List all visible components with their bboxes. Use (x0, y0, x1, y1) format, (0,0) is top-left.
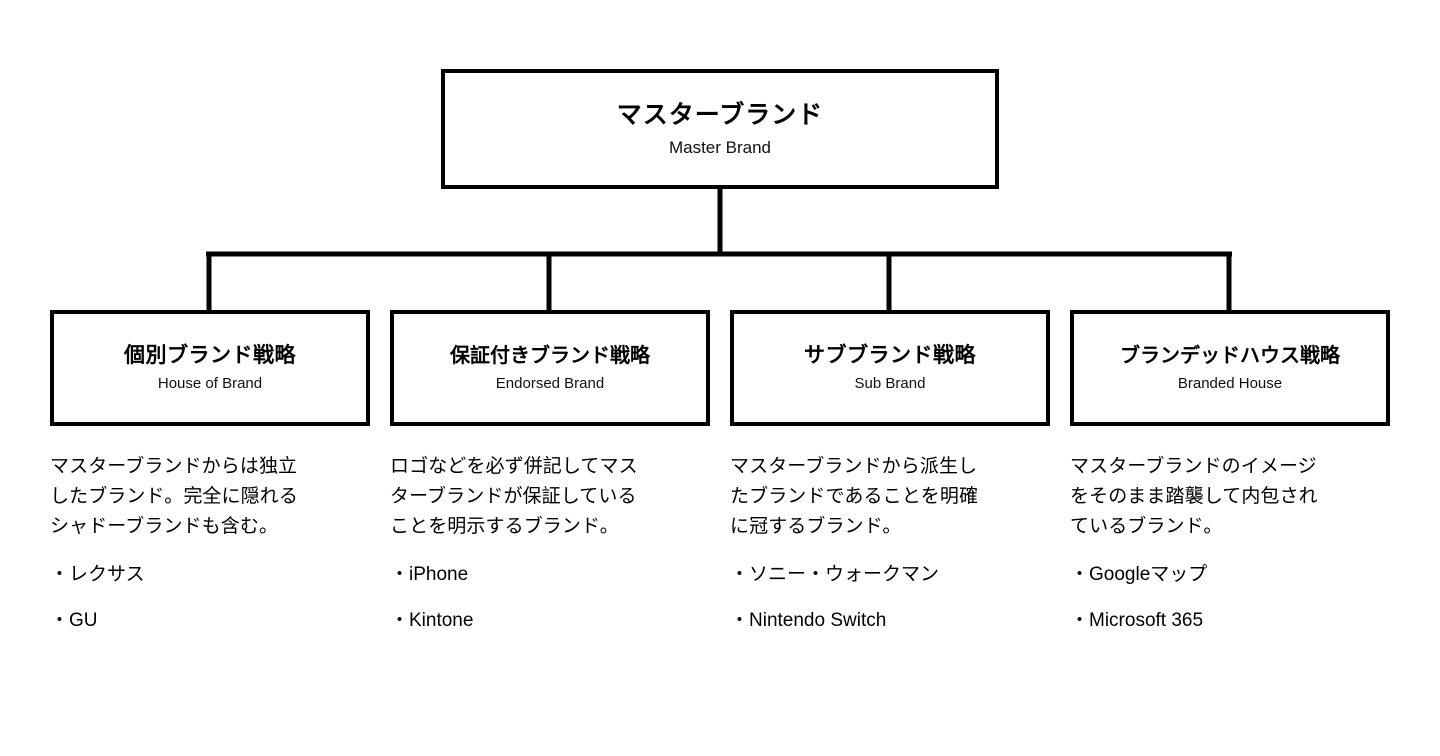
strategy-description: マスターブランドからは独立 したブランド。完全に隠れる シャドーブランドも含む。 (50, 456, 298, 537)
strategy-examples: ・レクサス ・GU (50, 561, 368, 634)
strategy-title: 個別ブランド戦略 (124, 343, 296, 367)
list-item: ・iPhone (390, 564, 469, 586)
strategy-box-branded-house: ブランデッドハウス戦略 Branded House (1070, 310, 1390, 426)
strategy-examples: ・ソニー・ウォークマン ・Nintendo Switch (730, 561, 1048, 634)
list-item: ・GU (50, 610, 98, 632)
strategy-examples: ・iPhone ・Kintone (390, 561, 708, 634)
strategy-description: ロゴなどを必ず併記してマス ターブランドが保証している ことを明示するブランド。 (390, 456, 638, 537)
master-brand-subtitle: Master Brand (668, 137, 772, 157)
strategy-subtitle: Endorsed Brand (495, 374, 605, 392)
strategy-title: ブランデッドハウス戦略 (1120, 344, 1340, 367)
strategy-examples: ・Googleマップ ・Microsoft 365 (1070, 561, 1388, 634)
strategy-column-endorsed-brand: 保証付きブランド戦略 Endorsed Brand ロゴなどを必ず併記してマス … (390, 310, 710, 635)
list-item: ・Kintone (390, 610, 474, 632)
list-item: ・Googleマップ (1070, 564, 1208, 586)
list-item: ・レクサス (50, 564, 145, 586)
strategy-column-house-of-brand: 個別ブランド戦略 House of Brand マスターブランドからは独立 した… (50, 310, 370, 635)
strategy-subtitle: Sub Brand (854, 375, 926, 393)
strategy-title: サブブランド戦略 (804, 343, 976, 367)
master-brand-box: マスターブランド Master Brand (441, 69, 999, 189)
strategy-box-endorsed-brand: 保証付きブランド戦略 Endorsed Brand (390, 310, 710, 426)
strategy-title: 保証付きブランド戦略 (450, 344, 650, 367)
list-item: ・ソニー・ウォークマン (730, 564, 940, 586)
strategy-description: マスターブランドのイメージ をそのまま踏襲して内包され ているブランド。 (1070, 456, 1318, 537)
strategy-box-sub-brand: サブブランド戦略 Sub Brand (730, 310, 1050, 426)
master-brand-title: マスターブランド (616, 100, 824, 129)
strategy-description: マスターブランドから派生し たブランドであることを明確 に冠するブランド。 (730, 456, 979, 537)
strategy-box-house-of-brand: 個別ブランド戦略 House of Brand (50, 310, 370, 426)
strategy-subtitle: Branded House (1177, 374, 1283, 392)
list-item: ・Microsoft 365 (1070, 610, 1204, 632)
list-item: ・Nintendo Switch (730, 610, 887, 632)
strategy-column-sub-brand: サブブランド戦略 Sub Brand マスターブランドから派生し たブランドであ… (730, 310, 1050, 635)
strategy-subtitle: House of Brand (157, 375, 263, 393)
strategy-column-branded-house: ブランデッドハウス戦略 Branded House マスターブランドのイメージ … (1070, 310, 1390, 635)
